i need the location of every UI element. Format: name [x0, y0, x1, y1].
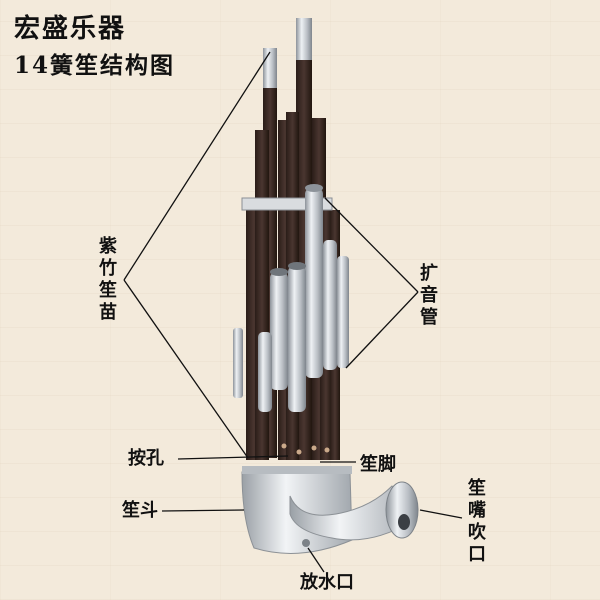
leader-kuoyin-top — [324, 197, 419, 293]
leader-shengzui — [419, 509, 463, 519]
leader-lines — [123, 51, 463, 573]
mouthpiece — [289, 481, 419, 541]
leader-zizhu-top — [123, 51, 271, 281]
leader-zizhu-bottom — [123, 279, 249, 459]
label-sheng-dou: 笙斗 — [122, 500, 158, 521]
label-an-kong: 按孔 — [128, 448, 164, 469]
label-fang-shui-kou: 放水口 — [300, 572, 354, 593]
label-sheng-zui-chuikou: 笙嘴吹口 — [468, 478, 486, 565]
leader-ankong — [177, 455, 289, 460]
label-kuoyin-guan: 扩音管 — [420, 263, 438, 328]
diagram-title: 14簧笙结构图 — [14, 52, 176, 79]
leader-kuoyin-bottom — [345, 291, 419, 369]
resonator-tubes — [233, 184, 349, 412]
leader-shengdou — [161, 509, 245, 512]
label-zizhu-shengmiao: 紫竹笙苗 — [99, 236, 117, 323]
finger-holes — [281, 443, 330, 455]
brand-title: 宏盛乐器 — [14, 14, 127, 44]
label-sheng-jiao: 笙脚 — [360, 454, 396, 475]
leader-fangshui — [307, 547, 325, 573]
